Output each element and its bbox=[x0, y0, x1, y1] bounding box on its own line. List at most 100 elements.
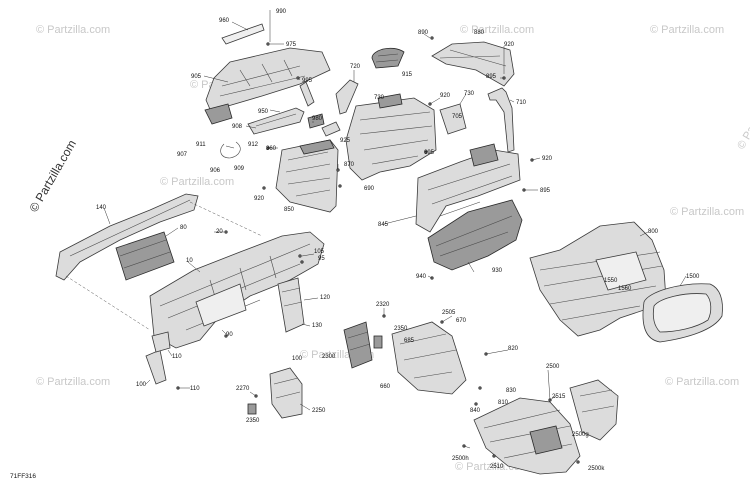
callout-730: 730 bbox=[374, 95, 385, 101]
callout-880: 880 bbox=[474, 30, 485, 36]
part-800-side-panel bbox=[529, 221, 667, 337]
callout-2510: 2510 bbox=[490, 464, 504, 470]
callout-140: 140 bbox=[96, 205, 107, 211]
watermark: © Partzilla.com bbox=[735, 81, 750, 151]
callout-890: 890 bbox=[418, 30, 429, 36]
leader-lines bbox=[103, 10, 687, 449]
watermark: © Partzilla.com bbox=[36, 376, 110, 388]
callout-980: 980 bbox=[312, 116, 323, 122]
part-140-bar bbox=[55, 193, 263, 331]
callout-100: 100 bbox=[136, 382, 147, 388]
callout-2505: 2505 bbox=[442, 310, 456, 316]
callout-660: 660 bbox=[380, 384, 391, 390]
callout-110: 110 bbox=[190, 386, 200, 392]
callout-850: 850 bbox=[284, 207, 295, 213]
callout-911: 911 bbox=[196, 142, 206, 148]
callout-895: 895 bbox=[486, 74, 497, 80]
part-10-dashboard bbox=[115, 231, 325, 349]
part-915-grille bbox=[371, 47, 405, 69]
callout-908: 908 bbox=[232, 124, 243, 130]
part-710-tube bbox=[487, 87, 515, 153]
callout-895: 895 bbox=[540, 188, 551, 194]
callout-2300: 2300 bbox=[322, 354, 336, 360]
diagram-code: 71FF316 bbox=[10, 473, 36, 480]
part-850-panel bbox=[275, 139, 339, 213]
callout-2250: 2250 bbox=[312, 408, 326, 414]
callout-990: 990 bbox=[276, 9, 287, 15]
callout-labels: 960 990 975 905 995 950 908 980 925 911 … bbox=[96, 9, 700, 472]
callout-670: 670 bbox=[456, 318, 467, 324]
callout-730: 730 bbox=[464, 91, 475, 97]
part-100-bracket bbox=[145, 331, 171, 385]
callout-915: 915 bbox=[402, 72, 413, 78]
callout-2320: 2320 bbox=[376, 302, 390, 308]
callout-95: 95 bbox=[318, 256, 325, 262]
callout-975: 975 bbox=[286, 42, 297, 48]
part-950-bracket bbox=[220, 107, 341, 159]
callout-20: 20 bbox=[216, 229, 223, 235]
callout-920: 920 bbox=[542, 156, 553, 162]
callout-100: 100 bbox=[292, 356, 303, 362]
callout-90: 90 bbox=[226, 332, 233, 338]
callout-830: 830 bbox=[506, 388, 517, 394]
part-2250-cover bbox=[247, 367, 303, 419]
callout-870: 870 bbox=[344, 162, 355, 168]
callout-2500k: 2500k bbox=[588, 466, 605, 472]
callout-720: 720 bbox=[350, 64, 361, 70]
watermark: © Partzilla.com bbox=[36, 24, 110, 36]
callout-940: 940 bbox=[416, 274, 427, 280]
callout-860: 860 bbox=[266, 146, 277, 152]
callout-690: 690 bbox=[364, 186, 375, 192]
callout-1560: 1560 bbox=[618, 286, 632, 292]
callout-995: 995 bbox=[302, 78, 313, 84]
part-2500-assembly bbox=[473, 379, 619, 475]
callout-105: 105 bbox=[314, 249, 325, 255]
watermark: © Partzilla.com bbox=[650, 24, 724, 36]
callout-120: 120 bbox=[320, 295, 331, 301]
callout-820: 820 bbox=[508, 346, 519, 352]
part-880 bbox=[431, 41, 515, 87]
callout-130: 130 bbox=[312, 323, 323, 329]
callout-705: 705 bbox=[452, 114, 463, 120]
callout-930: 930 bbox=[492, 268, 503, 274]
part-120-panel bbox=[277, 277, 305, 333]
callout-920: 920 bbox=[440, 93, 451, 99]
callout-110: 110 bbox=[172, 354, 182, 360]
watermark: © Partzilla.com bbox=[460, 24, 534, 36]
callout-1500: 1500 bbox=[686, 274, 700, 280]
callout-845: 845 bbox=[378, 222, 389, 228]
part-930-floor bbox=[427, 199, 523, 271]
callout-912: 912 bbox=[248, 142, 259, 148]
callout-950: 950 bbox=[258, 109, 269, 115]
callout-710: 710 bbox=[516, 100, 527, 106]
callout-960: 960 bbox=[219, 18, 230, 24]
part-1500-frame bbox=[642, 283, 723, 343]
callout-2500g: 2500g bbox=[572, 432, 589, 438]
callout-695: 695 bbox=[424, 150, 435, 156]
callout-2270: 2270 bbox=[236, 386, 250, 392]
callout-2515: 2515 bbox=[552, 394, 566, 400]
callout-2350: 2350 bbox=[394, 326, 408, 332]
callout-810: 810 bbox=[498, 400, 509, 406]
part-845-floor bbox=[415, 143, 521, 233]
part-905-visor bbox=[204, 23, 331, 125]
callout-909: 909 bbox=[234, 166, 245, 172]
callout-10: 10 bbox=[186, 258, 193, 264]
callout-905: 905 bbox=[191, 74, 202, 80]
callout-906: 906 bbox=[210, 168, 221, 174]
callout-907: 907 bbox=[177, 152, 188, 158]
callout-2350: 2350 bbox=[246, 418, 260, 424]
callout-920: 920 bbox=[504, 42, 515, 48]
callout-685: 685 bbox=[404, 338, 415, 344]
callout-920: 920 bbox=[254, 196, 265, 202]
callout-80: 80 bbox=[180, 225, 187, 231]
callout-2500: 2500 bbox=[546, 364, 560, 370]
watermark: © Partzilla.com bbox=[160, 176, 234, 188]
part-690-center-panel bbox=[335, 79, 467, 181]
callout-925: 925 bbox=[340, 138, 351, 144]
callout-2500h: 2500h bbox=[452, 456, 469, 462]
part-2300 bbox=[343, 321, 383, 369]
callout-800: 800 bbox=[648, 229, 659, 235]
